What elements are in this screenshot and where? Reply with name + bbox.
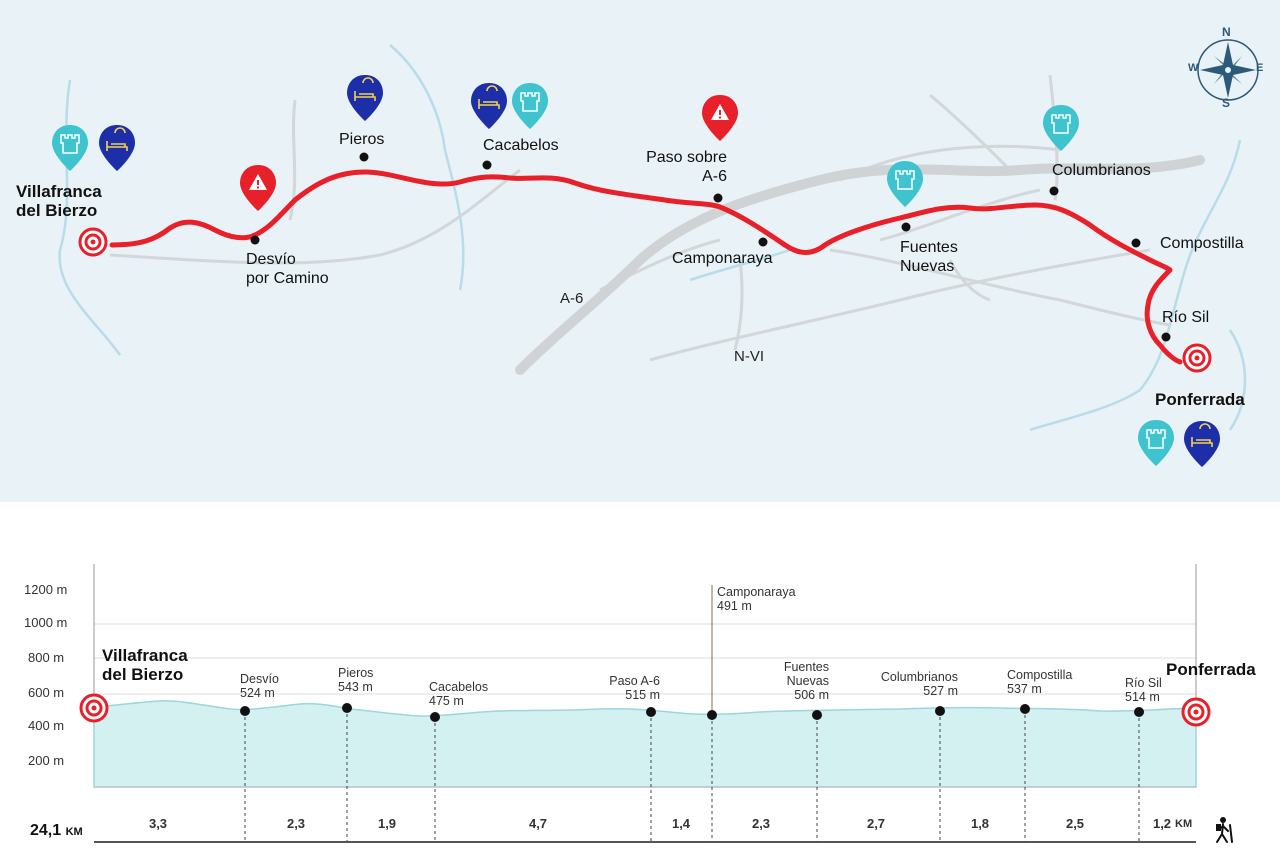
- map-label-columbrianos: Columbrianos: [1052, 162, 1151, 179]
- map-label-villafranca: Villafranca del Bierzo: [16, 182, 102, 220]
- segment-distance: 2,3: [286, 816, 306, 831]
- compass-s: S: [1222, 96, 1231, 110]
- castle-pin-icon: [1043, 105, 1079, 151]
- drop-lines: [244, 708, 1140, 842]
- castle-pin-icon: [1138, 420, 1174, 466]
- compass-w: W: [1188, 62, 1199, 74]
- castle-pin-icon: [512, 83, 548, 129]
- segment-distance: 2,7: [866, 816, 886, 831]
- map-label-riosil: Río Sil: [1162, 309, 1210, 326]
- segment-distance: 2,3: [751, 816, 771, 831]
- map-label-pieros: Pieros: [339, 131, 385, 148]
- y-label-400: 400 m: [28, 718, 65, 733]
- y-label-800: 800 m: [28, 650, 65, 665]
- lodging-pin-icon: [99, 125, 135, 171]
- map-label-fuentes: Fuentes Nuevas: [900, 239, 958, 275]
- compass-icon: [1197, 39, 1259, 101]
- map-label-camponaraya: Camponaraya: [672, 250, 773, 267]
- target-icon: [78, 227, 108, 257]
- lodging-pin-icon: [471, 83, 507, 129]
- segment-distance: 2,5: [1065, 816, 1085, 831]
- profile-label-fuentes: Fuentes Nuevas 506 m: [783, 660, 829, 702]
- warning-pin-icon: [240, 165, 276, 211]
- map-label-paso: Paso sobre A-6: [646, 149, 727, 185]
- hiker-icon: [1216, 817, 1233, 843]
- roads: [109, 74, 1171, 362]
- target-icon: [1182, 343, 1212, 373]
- profile-canvas: [79, 564, 1233, 843]
- elevation-profile: 1200 m 1000 m 800 m 600 m 400 m 200 m Vi…: [0, 502, 1280, 853]
- total-distance: 24,1 KM: [30, 822, 83, 839]
- compass-n: N: [1222, 25, 1231, 39]
- elevation-area: [93, 700, 1197, 788]
- profile-dots: [240, 703, 1144, 722]
- castle-pin-icon: [52, 125, 88, 171]
- profile-end-label: Ponferrada: [1166, 660, 1256, 679]
- target-icon: [79, 693, 109, 723]
- target-icon: [1181, 697, 1211, 727]
- lodging-pin-icon: [347, 75, 383, 121]
- map-label-ponferrada: Ponferrada: [1155, 390, 1245, 409]
- map-label-compostilla: Compostilla: [1160, 235, 1244, 252]
- segment-distance: 1,8: [970, 816, 990, 831]
- segment-distance: 4,7: [528, 816, 548, 831]
- a6-highway: [515, 155, 1205, 375]
- road-label-nvi: N-VI: [734, 348, 764, 365]
- town-dots: [250, 152, 1171, 342]
- y-label-1200: 1200 m: [24, 582, 68, 597]
- profile-start-label: Villafranca del Bierzo: [102, 646, 188, 684]
- map-canvas: [52, 39, 1259, 467]
- segment-km-unit: KM: [1175, 818, 1193, 830]
- map-label-desvio: Desvío por Camino: [246, 251, 329, 287]
- y-label-1000: 1000 m: [24, 615, 68, 630]
- segment-distance: 1,2: [1152, 816, 1172, 831]
- segment-distance: 3,3: [148, 816, 168, 831]
- road-label-a6: A-6: [560, 290, 584, 307]
- route-line: [109, 169, 1183, 365]
- y-label-600: 600 m: [28, 685, 65, 700]
- compass-e: E: [1256, 62, 1264, 74]
- segment-distance: 1,4: [671, 816, 691, 831]
- y-label-200: 200 m: [28, 753, 65, 768]
- castle-pin-icon: [887, 161, 923, 207]
- segment-distance: 1,9: [377, 816, 397, 831]
- lodging-pin-icon: [1184, 421, 1220, 467]
- map-label-cacabelos: Cacabelos: [483, 137, 559, 154]
- warning-pin-icon: [702, 95, 738, 141]
- route-map: N S E W Villafranca del Bierzo Desvío po…: [0, 0, 1280, 502]
